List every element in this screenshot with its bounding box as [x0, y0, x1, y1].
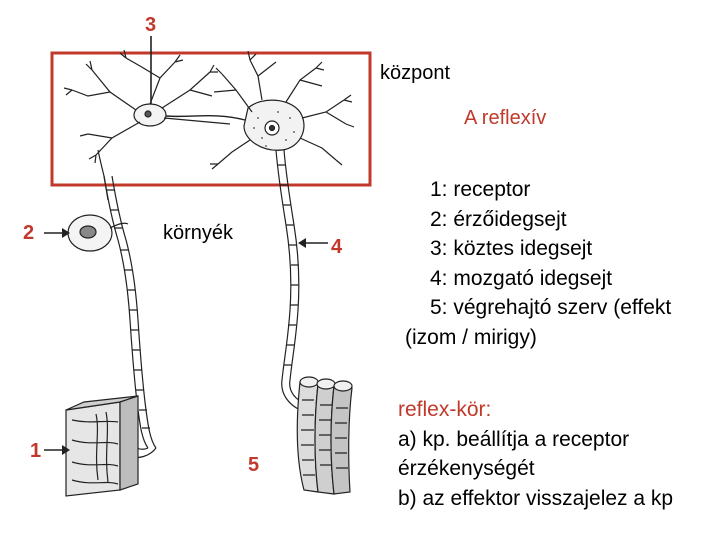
- legend-item: 3: köztes idegsejt: [430, 237, 593, 260]
- legend-item: 4: mozgató idegsejt: [430, 266, 613, 290]
- label-3-interneuron: 3: [145, 14, 157, 36]
- interneuron: [63, 49, 231, 164]
- legend-item: 5: végrehajtó szerv (effekt: [430, 296, 672, 319]
- central-region-box: [50, 51, 372, 187]
- note-line: b) az effektor visszajelez a kp: [398, 486, 674, 510]
- periphery-label: környék: [163, 222, 234, 244]
- motor-neuron-soma: [210, 50, 355, 170]
- effector-muscle: [296, 376, 353, 495]
- note-line: a) kp. beállítja a receptor: [398, 427, 630, 451]
- label-4-motor-neuron: 4: [331, 236, 343, 258]
- label-1-receptor: 1: [30, 440, 42, 462]
- legend-item: (izom / mirigy): [405, 325, 537, 349]
- motor-axon: [275, 149, 319, 441]
- label-2-sensory-neuron: 2: [23, 222, 35, 244]
- diagram-title: A reflexív: [464, 107, 547, 129]
- legend-list: 1: receptor 2: érzőidegsejt 3: köztes id…: [405, 175, 672, 352]
- reflex-circuit-note: reflex-kör: a) kp. beállítja a receptor …: [398, 395, 673, 513]
- sensory-axon: [103, 175, 157, 459]
- receptor-skin-block: [65, 395, 139, 497]
- legend-item: 1: receptor: [430, 178, 531, 201]
- note-heading: reflex-kör:: [398, 398, 492, 421]
- note-line: érzékenységét: [398, 457, 535, 480]
- central-region-label: központ: [380, 62, 451, 84]
- legend-item: 2: érzőidegsejt: [430, 207, 567, 231]
- label-5-effector: 5: [248, 454, 260, 476]
